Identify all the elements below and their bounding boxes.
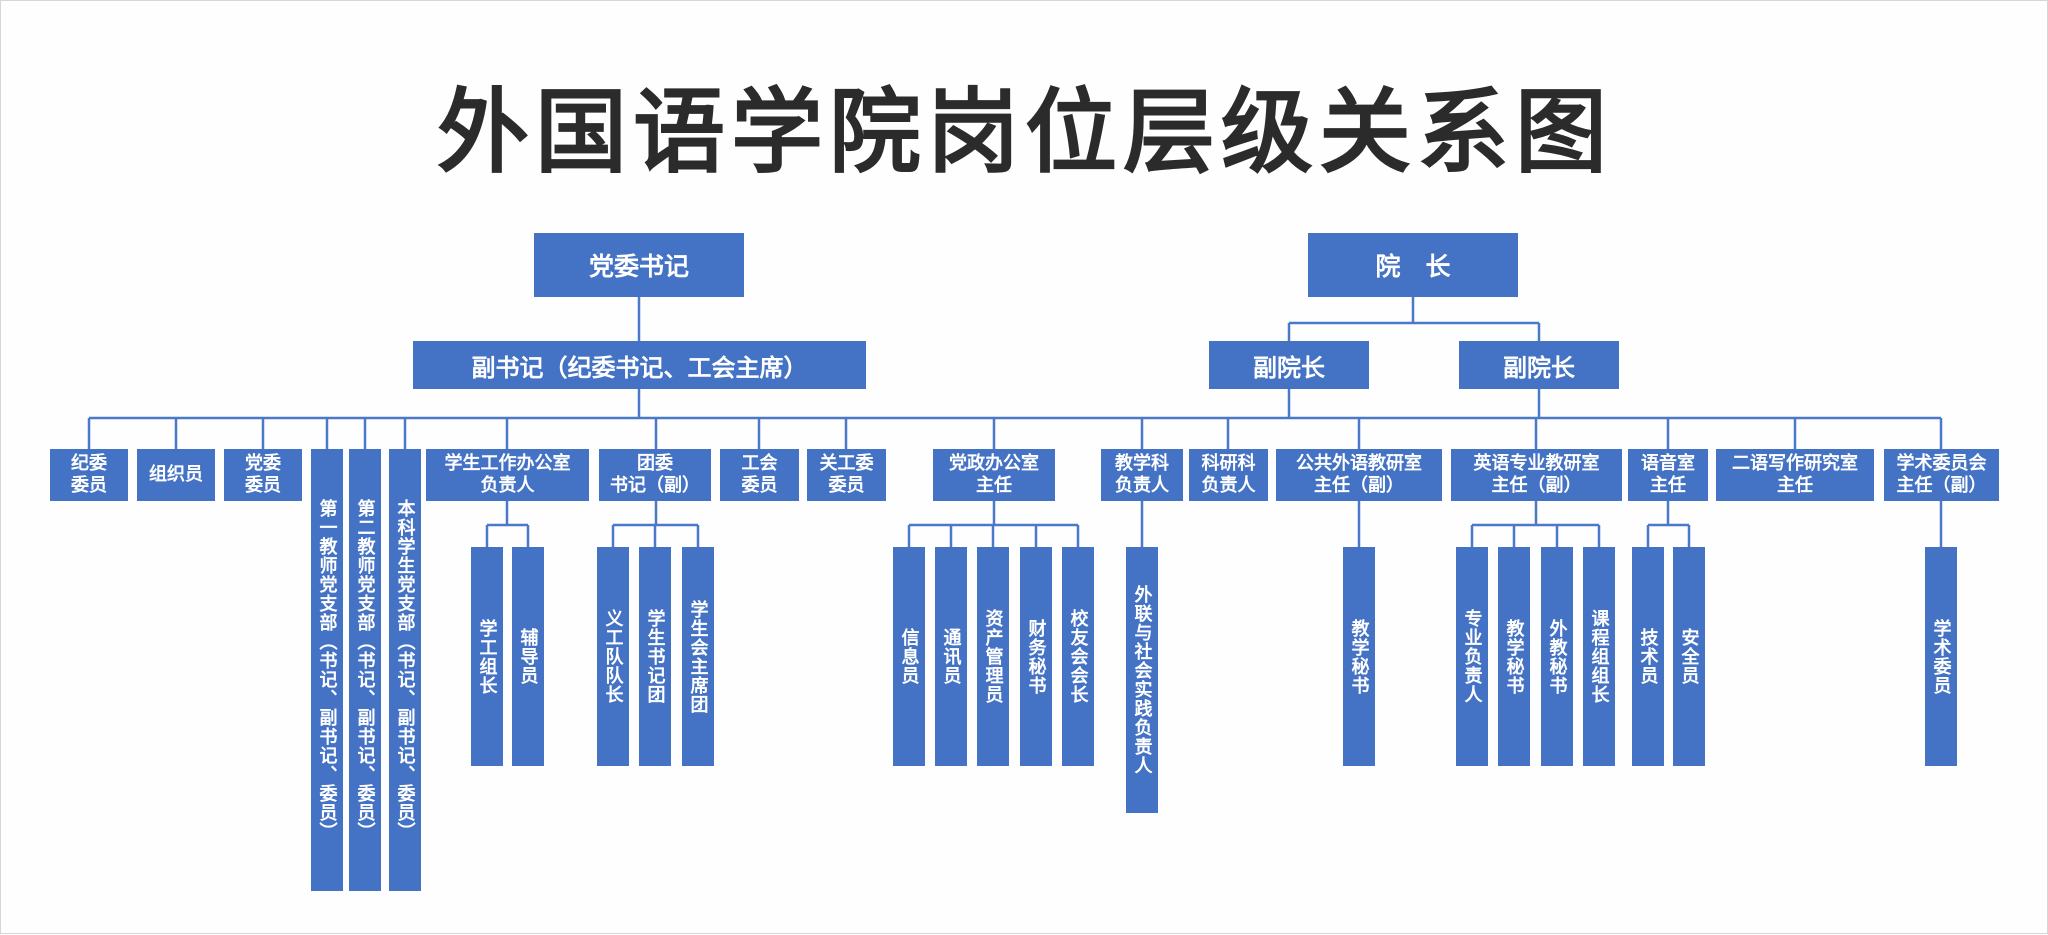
- leaf-counselor: 辅导员: [512, 547, 544, 766]
- category-discipline-committee: 纪委 委员: [50, 449, 128, 501]
- leaf-safety-officer: 安全员: [1673, 547, 1705, 766]
- leaf-student-secretary-group: 学生书记团: [639, 547, 671, 766]
- category-organizer: 组织员: [137, 449, 215, 501]
- category-academic-committee: 学术委员会 主任（副）: [1884, 449, 1999, 501]
- dean-box: 院 长: [1308, 233, 1518, 297]
- category-writing-research: 二语写作研究室 主任: [1716, 449, 1874, 501]
- leaf-teaching-secretary-english: 教学秘书: [1498, 547, 1530, 766]
- leaf-student-union-presidium: 学生会主席团: [682, 547, 714, 766]
- vice-dean-box-1: 副院长: [1209, 341, 1369, 389]
- party-secretary-box: 党委书记: [534, 233, 744, 297]
- leaf-volunteer-captain: 义工队队长: [597, 547, 629, 766]
- leaf-academic-member: 学术委员: [1925, 547, 1957, 766]
- category-language-lab: 语音室 主任: [1628, 449, 1708, 501]
- category-research-section: 科研科 负责人: [1189, 449, 1268, 501]
- category-youth-league: 团委 书记（副）: [599, 449, 711, 501]
- leaf-external-practice-lead: 外联与社会实践负责人: [1126, 547, 1158, 813]
- category-english-major: 英语专业教研室 主任（副）: [1451, 449, 1622, 501]
- category-student-affairs-office: 学生工作办公室 负责人: [426, 449, 589, 501]
- leaf-student-work-leader: 学工组长: [471, 547, 503, 766]
- leaf-correspondent: 通讯员: [935, 547, 967, 766]
- category-second-teacher-branch: 第二教师党支部（书记、副书记、委员）: [349, 449, 381, 891]
- page-title: 外国语学院岗位层级关系图: [436, 79, 1613, 186]
- leaf-program-lead: 专业负责人: [1456, 547, 1488, 766]
- category-party-committee: 党委 委员: [224, 449, 302, 501]
- category-teaching-section: 教学科 负责人: [1101, 449, 1183, 501]
- leaf-technician: 技术员: [1632, 547, 1664, 766]
- leaf-finance-secretary: 财务秘书: [1020, 547, 1052, 766]
- vice-dean-box-2: 副院长: [1459, 341, 1619, 389]
- category-public-foreign-lang: 公共外语教研室 主任（副）: [1276, 449, 1442, 501]
- category-union-committee: 工会 委员: [720, 449, 799, 501]
- leaf-teaching-secretary-public: 教学秘书: [1343, 547, 1375, 766]
- leaf-foreign-teacher-secretary: 外教秘书: [1541, 547, 1573, 766]
- leaf-asset-manager: 资产管理员: [977, 547, 1009, 766]
- category-first-teacher-branch: 第一教师党支部（书记、副书记、委员）: [311, 449, 343, 891]
- category-admin-office: 党政办公室 主任: [933, 449, 1055, 501]
- category-care-committee: 关工委 委员: [807, 449, 886, 501]
- deputy-secretary-box: 副书记（纪委书记、工会主席）: [413, 341, 866, 389]
- leaf-course-group-leader: 课程组组长: [1583, 547, 1615, 766]
- leaf-alumni-president: 校友会会长: [1062, 547, 1094, 766]
- leaf-info-officer: 信息员: [893, 547, 925, 766]
- category-undergrad-branch: 本科学生党支部（书记、副书记、委员）: [389, 449, 421, 891]
